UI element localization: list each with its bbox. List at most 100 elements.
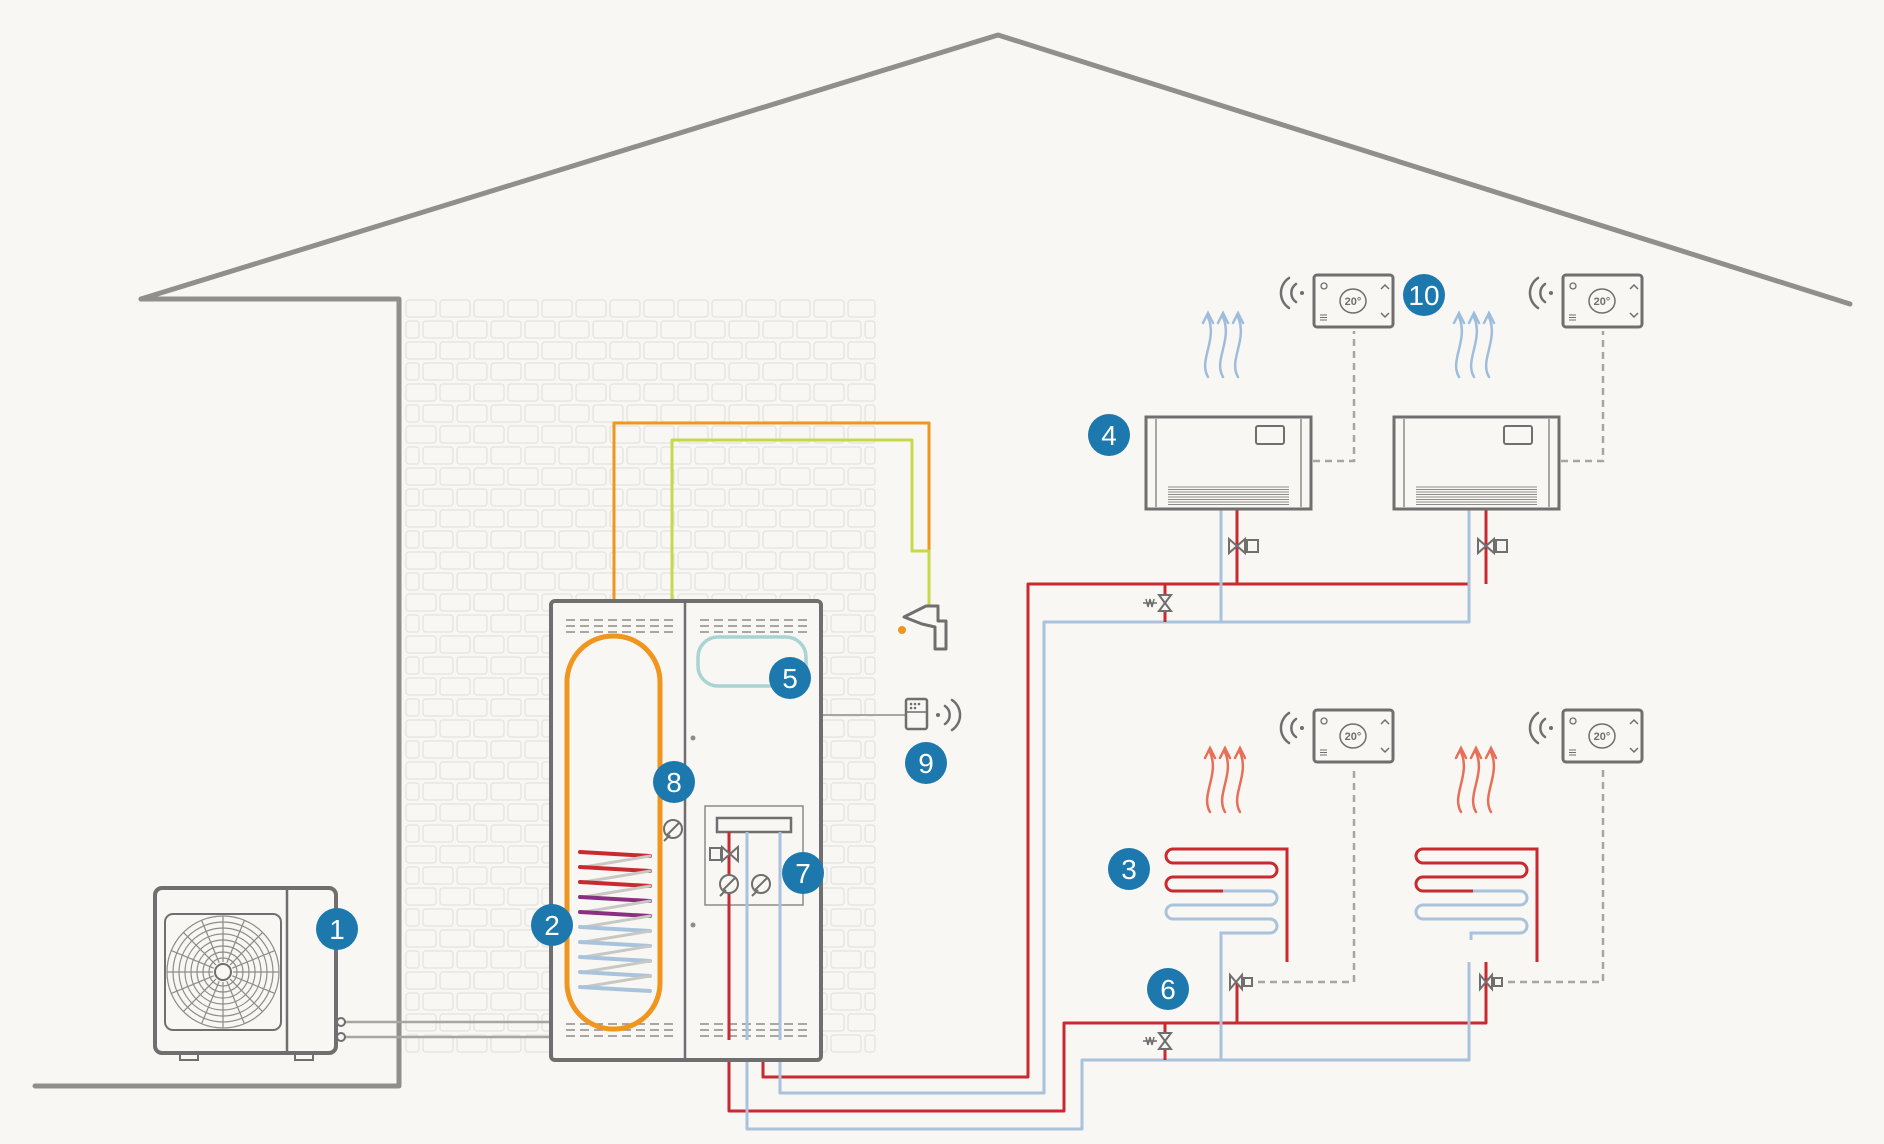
marker-room-thermostat: 10 <box>1403 274 1445 316</box>
brick <box>779 425 811 444</box>
thermostat-dial <box>1588 288 1616 314</box>
brick <box>575 299 607 318</box>
brick <box>728 362 760 381</box>
brick <box>405 341 437 360</box>
valves <box>1143 536 1508 1050</box>
brick <box>847 803 876 822</box>
brick <box>813 509 845 528</box>
mixing-manifold-bar <box>715 816 793 834</box>
chevron-up-icon <box>1380 718 1390 725</box>
brick <box>813 425 845 444</box>
coil-turn <box>578 955 652 963</box>
brick <box>490 908 522 927</box>
thermostat-wire <box>1561 331 1605 463</box>
brick <box>745 425 777 444</box>
brick <box>592 572 624 591</box>
brick <box>626 530 658 549</box>
brick <box>422 530 454 549</box>
fan-spoke <box>229 978 264 1013</box>
brick <box>507 425 539 444</box>
marker-label: 4 <box>1101 420 1117 451</box>
brick <box>626 572 658 591</box>
brick <box>456 572 488 591</box>
brick <box>864 530 876 549</box>
brick <box>796 320 828 339</box>
chevron-up-icon <box>1629 283 1639 290</box>
fan-coil-return-pipe <box>778 508 1471 1095</box>
fan-spoke <box>232 950 275 969</box>
underfloor-loops <box>1164 766 1605 984</box>
brick <box>813 467 845 486</box>
brick <box>473 845 505 864</box>
brick <box>439 635 471 654</box>
brick <box>694 404 726 423</box>
room-thermostat-icon: 20° <box>1528 273 1644 329</box>
cool-air-icon <box>1201 310 1245 379</box>
brick <box>490 362 522 381</box>
brick <box>405 404 420 423</box>
thermostat-reading: 20° <box>1594 296 1611 308</box>
brick <box>796 446 828 465</box>
fan-spoke <box>226 920 245 963</box>
pump-icon <box>719 874 739 897</box>
brick <box>422 950 454 969</box>
marker-label: 2 <box>544 910 560 941</box>
brick <box>422 320 454 339</box>
brick <box>830 782 862 801</box>
brick <box>524 572 556 591</box>
brick <box>541 383 573 402</box>
underfloor-loop <box>1414 766 1605 984</box>
fan-spoke <box>229 931 264 966</box>
coil-back <box>582 854 652 869</box>
brick <box>405 908 420 927</box>
brick <box>813 341 845 360</box>
brick <box>456 320 488 339</box>
brick <box>405 866 420 885</box>
roof-line <box>138 32 1853 307</box>
brick <box>456 656 488 675</box>
outdoor-unit-foot <box>179 1052 199 1061</box>
brick <box>507 845 539 864</box>
marker-label: 1 <box>329 914 345 945</box>
house-wall <box>32 296 402 1089</box>
coil-turn <box>578 895 652 903</box>
brick <box>456 1034 488 1053</box>
brick <box>473 803 505 822</box>
brick <box>728 320 760 339</box>
brick <box>507 509 539 528</box>
cabinet-screw <box>690 922 696 928</box>
brick <box>422 782 454 801</box>
brick <box>524 530 556 549</box>
fan-guard <box>164 913 282 1031</box>
brick <box>405 551 437 570</box>
brick <box>830 488 862 507</box>
brick <box>592 320 624 339</box>
brick <box>405 698 420 717</box>
brick <box>643 383 675 402</box>
brick <box>626 488 658 507</box>
brick <box>847 929 876 948</box>
brick <box>830 320 862 339</box>
brick <box>490 488 522 507</box>
brick <box>456 530 488 549</box>
fan-spoke <box>182 931 217 966</box>
brick <box>660 488 692 507</box>
brick <box>405 362 420 381</box>
brick <box>813 383 845 402</box>
brick <box>864 992 876 1011</box>
brick <box>473 761 505 780</box>
marker-label: 10 <box>1408 280 1439 311</box>
brick <box>643 341 675 360</box>
brick <box>405 1034 420 1053</box>
brick <box>541 551 573 570</box>
thermostat-body <box>1312 273 1395 329</box>
chevron-down-icon <box>1629 312 1639 319</box>
fan-coil-units <box>1144 331 1605 511</box>
brick <box>524 362 556 381</box>
fan-spoke <box>182 978 217 1013</box>
brick <box>473 677 505 696</box>
brick <box>439 383 471 402</box>
brick <box>847 467 876 486</box>
